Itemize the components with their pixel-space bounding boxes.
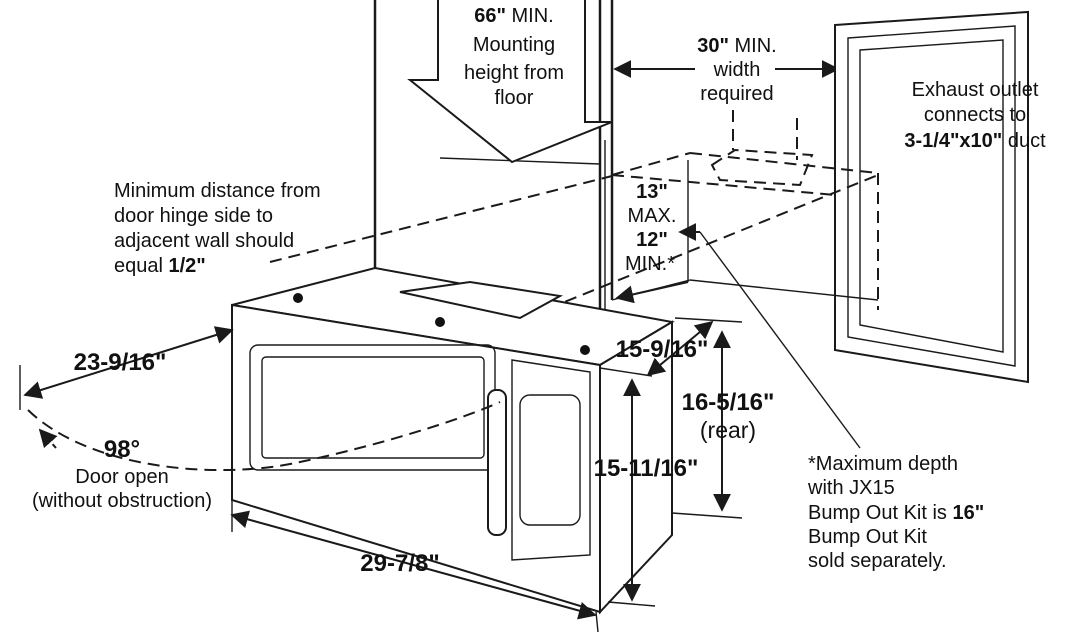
- svg-text:equal 1/2": equal 1/2": [114, 255, 206, 277]
- door-open-label: 98° Door open (without obstruction): [32, 436, 212, 512]
- width-value: 30": [697, 35, 729, 57]
- dimension-rear-height: 16-5/16": [682, 389, 775, 416]
- svg-text:floor: floor: [495, 87, 534, 109]
- svg-text:required: required: [700, 83, 773, 105]
- svg-text:with JX15: with JX15: [807, 477, 895, 499]
- svg-text:sold separately.: sold separately.: [808, 550, 947, 572]
- dimension-door-swing: 23-9/16": [74, 349, 167, 376]
- dimension-rear-label: (rear): [700, 417, 756, 443]
- wall-lines: [373, 0, 614, 320]
- mount-height-value: 66": [474, 5, 506, 27]
- bump-out-kit-note: *Maximum depth with JX15 Bump Out Kit is…: [807, 453, 984, 572]
- svg-text:MAX.: MAX.: [628, 205, 677, 227]
- svg-text:Bump Out Kit is 16": Bump Out Kit is 16": [808, 502, 984, 524]
- svg-text:Exhaust outlet: Exhaust outlet: [912, 79, 1039, 101]
- svg-text:Door open: Door open: [75, 466, 168, 488]
- svg-text:width: width: [713, 59, 761, 81]
- dimension-lines: [19, 223, 861, 633]
- svg-text:(without obstruction): (without obstruction): [32, 490, 212, 512]
- hinge-clearance-label: Minimum distance from door hinge side to…: [114, 180, 321, 277]
- svg-text:13": 13": [636, 181, 668, 203]
- mounting-height-arrow: [407, 0, 613, 164]
- dimension-width: 29-7/8": [360, 550, 439, 577]
- svg-text:Minimum distance from: Minimum distance from: [114, 180, 321, 202]
- svg-text:MIN.*: MIN.*: [625, 253, 675, 275]
- microwave-body: [231, 266, 675, 615]
- door-swing-arc: [27, 401, 501, 472]
- svg-text:connects to: connects to: [924, 104, 1026, 126]
- svg-text:Mounting: Mounting: [473, 34, 555, 56]
- svg-text:adjacent wall should: adjacent wall should: [114, 230, 294, 252]
- svg-text:door hinge side to: door hinge side to: [114, 205, 273, 227]
- door-angle: 98°: [104, 436, 140, 463]
- width-label: 30" MIN. width required: [697, 35, 777, 105]
- exhaust-wall-panel: [834, 10, 1029, 384]
- svg-text:height from: height from: [464, 62, 564, 84]
- cabinet-dashed-outline: [269, 110, 879, 317]
- dimension-depth-side: 15-9/16": [616, 336, 709, 363]
- svg-text:3-1/4"x10" duct: 3-1/4"x10" duct: [904, 130, 1046, 152]
- note-value: 16": [953, 502, 985, 524]
- svg-text:*Maximum depth: *Maximum depth: [808, 453, 958, 475]
- svg-text:12": 12": [636, 229, 668, 251]
- mounting-height-label: 66" MIN. Mounting height from floor: [464, 5, 564, 109]
- svg-text:30" MIN.: 30" MIN.: [697, 35, 777, 57]
- door-handle: [487, 389, 507, 536]
- dimension-front-height: 15-11/16": [594, 455, 699, 482]
- svg-text:Bump Out Kit: Bump Out Kit: [808, 526, 927, 548]
- exhaust-value: 3-1/4"x10": [904, 130, 1002, 152]
- hinge-value: 1/2": [169, 255, 206, 277]
- exhaust-label: Exhaust outlet connects to 3-1/4"x10" du…: [904, 79, 1046, 152]
- svg-text:66" MIN.: 66" MIN.: [474, 5, 554, 27]
- depth-label: 13" MAX. 12" MIN.*: [625, 181, 676, 275]
